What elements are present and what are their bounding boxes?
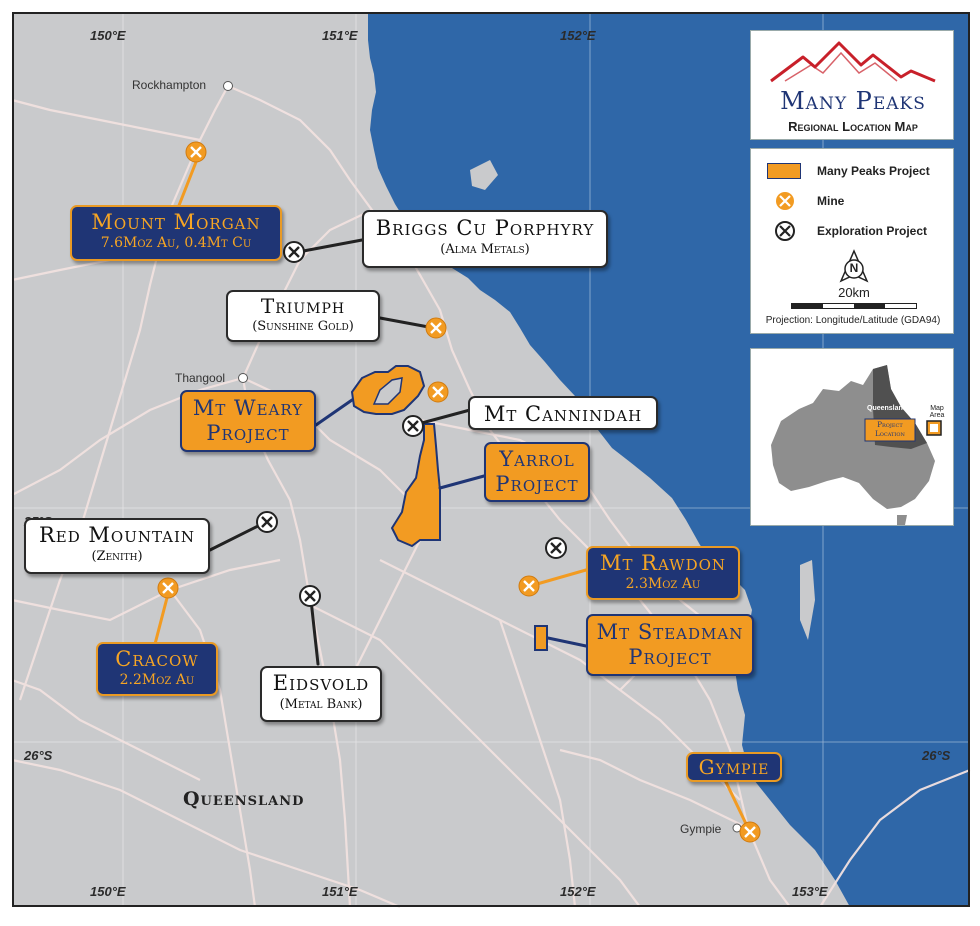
island [800, 560, 815, 640]
brand-mountains-logo [770, 41, 936, 83]
exploration-icon[interactable] [299, 585, 321, 607]
eidsvold-detail: (Metal Bank) [279, 697, 363, 713]
mine-icon[interactable] [157, 577, 179, 599]
inset-panel: Queensland Map Area Project Location [750, 348, 954, 526]
coord-top-150: 150°E [90, 28, 126, 43]
region-queensland: Queensland [183, 788, 305, 810]
legend-mine-icon [776, 192, 794, 210]
scale-bar [791, 303, 917, 309]
cracow-name: Cracow [115, 647, 199, 671]
mount-morgan-name: Mount Morgan [91, 210, 261, 234]
mt-rawdon-detail: 2.3Moz Au [625, 576, 701, 593]
inset-project-location-2: Location [875, 430, 905, 438]
town-rockhampton: Rockhampton [132, 78, 207, 92]
triumph-detail: (Sunshine Gold) [252, 319, 354, 334]
mine-icon[interactable] [518, 575, 540, 597]
map-subtitle: Regional Location Map [788, 119, 918, 134]
cracow-detail: 2.2Moz Au [119, 672, 195, 689]
mt-cannindah-name: Mt Cannindah [483, 402, 643, 426]
exploration-markers [256, 241, 567, 607]
mt-steadman-line2: Project [628, 645, 712, 670]
label-red-mountain[interactable]: Red Mountain (Zenith) [24, 518, 210, 574]
leader-lines [153, 160, 750, 830]
coord-bottom-150: 150°E [90, 884, 126, 899]
label-cracow[interactable]: Cracow 2.2Moz Au [96, 642, 218, 696]
legend-project-swatch [767, 163, 801, 179]
triumph-name: Triumph [260, 294, 346, 318]
mt-weary-line2: Project [206, 421, 290, 446]
legend-exploration-icon [775, 221, 795, 241]
exploration-icon[interactable] [545, 537, 567, 559]
legend-mine-label: Mine [817, 194, 845, 208]
town-gympie: Gympie [680, 822, 722, 836]
label-gympie[interactable]: Gympie [686, 752, 782, 782]
exploration-icon[interactable] [256, 511, 278, 533]
label-mount-morgan[interactable]: Mount Morgan 7.6Moz Au, 0.4Mt Cu [70, 205, 282, 261]
eidsvold-name: Eidsvold [272, 671, 370, 695]
label-yarrol[interactable]: Yarrol Project [484, 442, 590, 502]
exploration-icon[interactable] [402, 415, 424, 437]
mt-rawdon-name: Mt Rawdon [599, 551, 727, 575]
label-eidsvold[interactable]: Eidsvold (Metal Bank) [260, 666, 382, 722]
inset-project-location-1: Project [877, 421, 903, 429]
coord-bottom-153: 153°E [792, 884, 828, 899]
red-mountain-detail: (Zenith) [91, 549, 143, 565]
label-triumph[interactable]: Triumph (Sunshine Gold) [226, 290, 380, 342]
coord-right-26: 26°S [922, 748, 951, 763]
inset-map-area-label: Map Area [929, 405, 945, 419]
town-thangool: Thangool [175, 371, 226, 385]
mine-icon[interactable] [739, 821, 761, 843]
red-mountain-name: Red Mountain [38, 523, 196, 547]
island [470, 160, 498, 190]
north-arrow-icon [839, 249, 869, 283]
label-mt-rawdon[interactable]: Mt Rawdon 2.3Moz Au [586, 546, 740, 600]
mt-steadman-project-area [534, 625, 548, 651]
label-mt-steadman[interactable]: Mt Steadman Project [586, 614, 754, 676]
legend-project-label: Many Peaks Project [817, 164, 930, 178]
mine-markers [157, 141, 761, 843]
briggs-name: Briggs Cu Porphyry [375, 216, 595, 240]
brand-name: Many Peaks [780, 87, 926, 115]
exploration-icon[interactable] [283, 241, 305, 263]
mt-steadman-line1: Mt Steadman [596, 620, 744, 644]
town-dot-rockhampton [223, 81, 233, 91]
gympie-name: Gympie [698, 755, 770, 779]
mine-icon[interactable] [427, 381, 449, 403]
town-dot-thangool [238, 373, 248, 383]
legend-exploration-label: Exploration Project [817, 224, 928, 238]
coord-top-152: 152°E [560, 28, 596, 43]
mt-weary-inner-hole [372, 377, 403, 405]
projection-label: Projection: Longitude/Latitude (GDA94) [765, 315, 941, 326]
label-mt-weary[interactable]: Mt Weary Project [180, 390, 316, 452]
coord-bottom-152: 152°E [560, 884, 596, 899]
yarrol-line2: Project [495, 472, 579, 497]
scale-label: 20km [838, 285, 870, 300]
mount-morgan-detail: 7.6Moz Au, 0.4Mt Cu [100, 235, 252, 252]
label-briggs[interactable]: Briggs Cu Porphyry (Alma Metals) [362, 210, 608, 268]
coord-left-26: 26°S [24, 748, 53, 763]
coord-bottom-151: 151°E [322, 884, 358, 899]
briggs-detail: (Alma Metals) [440, 242, 530, 258]
legend-panel: Many Peaks Project Mine Exploration Proj… [750, 148, 954, 334]
yarrol-line1: Yarrol [499, 447, 575, 471]
north-label: N [849, 261, 859, 275]
mine-icon[interactable] [185, 141, 207, 163]
australia-inset-map [771, 365, 942, 525]
mt-weary-line1: Mt Weary [192, 396, 304, 420]
title-panel: Many Peaks Regional Location Map [750, 30, 954, 140]
mine-icon[interactable] [425, 317, 447, 339]
coord-top-151: 151°E [322, 28, 358, 43]
label-mt-cannindah[interactable]: Mt Cannindah [468, 396, 658, 430]
inset-state-label: Queensland [867, 405, 908, 412]
yarrol-project-area [390, 423, 441, 548]
